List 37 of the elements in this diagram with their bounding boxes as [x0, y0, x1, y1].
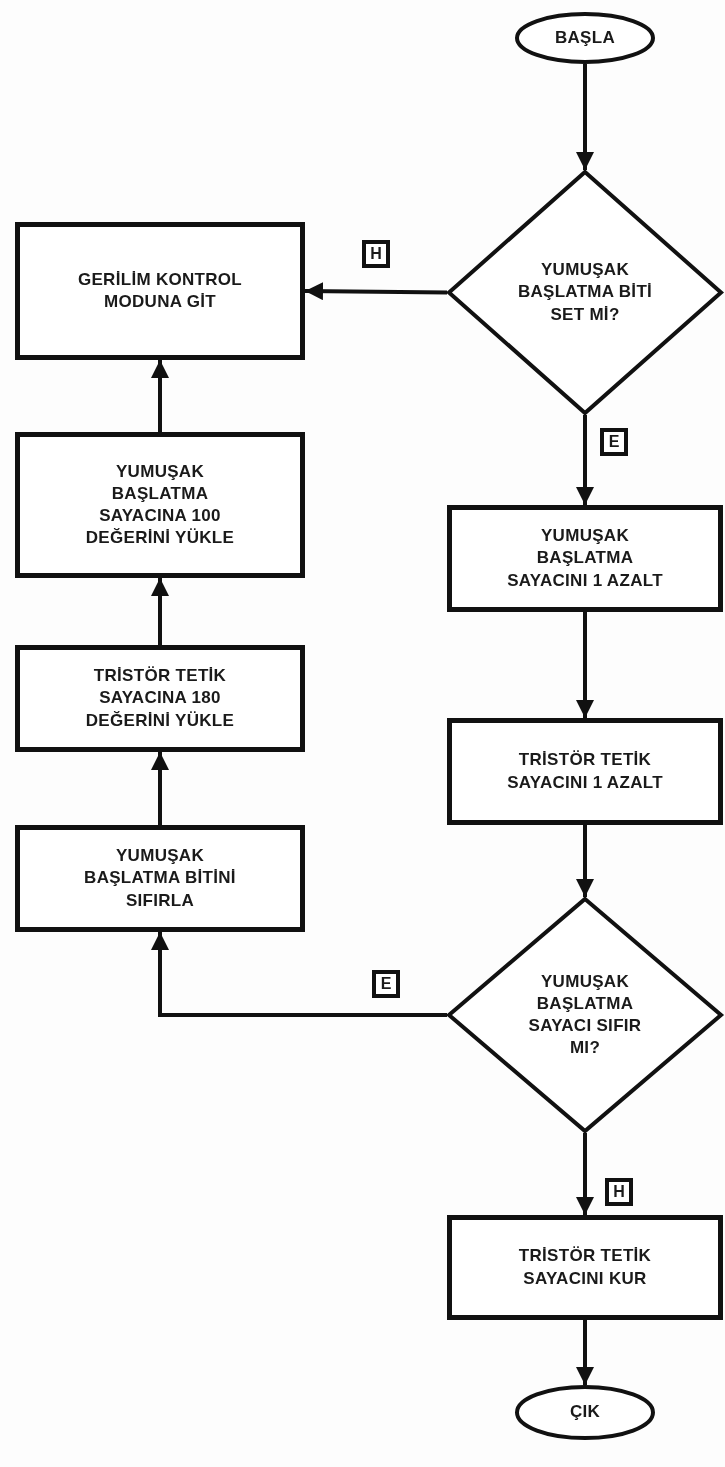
edge-label: H — [605, 1178, 633, 1206]
terminator-oval — [515, 12, 655, 64]
arrow — [151, 932, 447, 1017]
node-text: YUMUŞAK BAŞLATMA BİTİNİ SIFIRLA — [83, 845, 237, 912]
process-box — [447, 718, 723, 825]
arrow — [151, 578, 169, 645]
arrow — [576, 64, 594, 170]
arrow — [576, 612, 594, 718]
decision-diamond — [447, 897, 723, 1133]
process-box — [447, 1215, 723, 1320]
node-text: YUMUŞAK BAŞLATMA SAYACI SIFIR MI? — [527, 970, 643, 1060]
process-box — [447, 505, 723, 612]
node-text: TRİSTÖR TETİK SAYACINI KUR — [517, 1245, 653, 1290]
arrow — [151, 360, 169, 432]
node-text: YUMUŞAK BAŞLATMA BİTİ SET Mİ? — [516, 259, 654, 326]
decision-diamond — [447, 170, 723, 415]
process-box — [15, 825, 305, 932]
node-text: YUMUŞAK BAŞLATMA SAYACINI 1 AZALT — [506, 525, 664, 592]
node-text: BAŞLA — [554, 26, 616, 49]
arrow — [576, 825, 594, 897]
terminator-oval — [515, 1385, 655, 1440]
edge-label: E — [372, 970, 400, 998]
process-box — [15, 222, 305, 360]
edge-label: H — [362, 240, 390, 268]
arrow — [576, 1320, 594, 1385]
process-box — [15, 432, 305, 578]
node-text: GERİLİM KONTROL MODUNA GİT — [76, 268, 244, 313]
node-text: YUMUŞAK BAŞLATMA SAYACINA 100 DEĞERİNİ YÜKLE — [84, 460, 236, 550]
arrow — [151, 752, 169, 825]
arrow — [576, 415, 594, 505]
arrow — [304, 282, 448, 301]
node-text: ÇIK — [569, 1401, 601, 1424]
process-box — [15, 645, 305, 752]
node-text: TRİSTÖR TETİK SAYACINA 180 DEĞERİNİ YÜKLE — [84, 665, 236, 732]
arrow — [576, 1133, 594, 1215]
node-text: TRİSTÖR TETİK SAYACINI 1 AZALT — [506, 749, 664, 794]
edge-label: E — [600, 428, 628, 456]
